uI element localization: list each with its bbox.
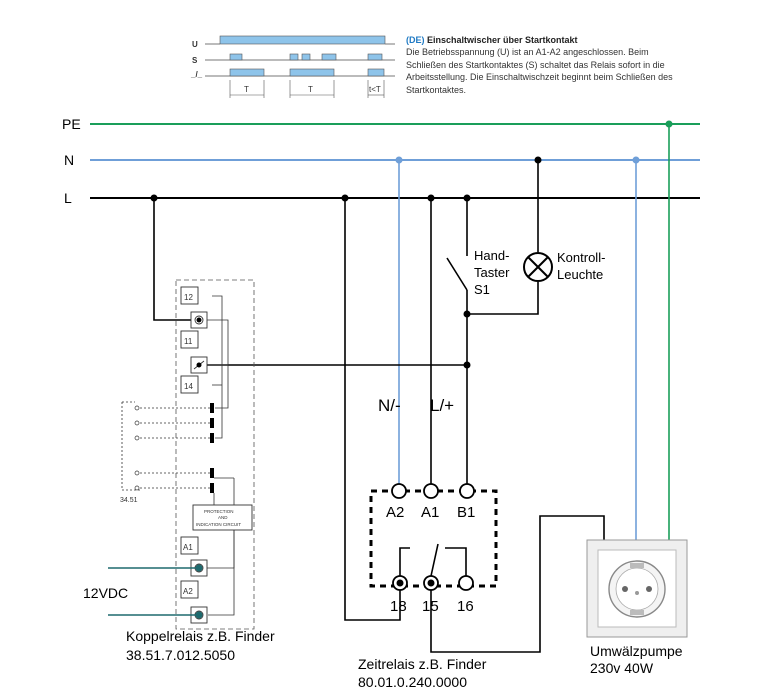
socket: Umwälzpumpe 230v 40W bbox=[586, 539, 688, 676]
rail-label-pe: PE bbox=[62, 116, 81, 132]
koppelrelais: 12 11 14 bbox=[120, 279, 255, 630]
lamp: Kontroll- Leuchte bbox=[523, 250, 605, 282]
zr-label-a1: A1 bbox=[421, 504, 439, 521]
kr-base-label: 34.51 bbox=[120, 497, 138, 504]
svg-text:PROTECTION: PROTECTION bbox=[204, 509, 234, 514]
supply-wires bbox=[108, 317, 203, 619]
zr-model: 80.01.0.240.0000 bbox=[358, 674, 467, 690]
zr-terminal-a2 bbox=[391, 483, 407, 499]
zr-in-l: L/+ bbox=[430, 396, 454, 415]
rails: PE N L bbox=[62, 116, 700, 206]
info-description: Die Betriebsspannung (U) ist an A1-A2 an… bbox=[406, 47, 673, 95]
hand-taster-s1: Hand- Taster S1 bbox=[446, 248, 510, 297]
svg-text:INDICATION CIRCUIT: INDICATION CIRCUIT bbox=[196, 522, 241, 527]
timing-diagram: U S _/_ T T bbox=[190, 35, 395, 98]
kr-terminal-a1 bbox=[180, 536, 199, 555]
wire-lamp-s1 bbox=[467, 282, 539, 315]
rail-label-l: L bbox=[64, 190, 72, 206]
rail-label-n: N bbox=[64, 152, 74, 168]
zr-terminal-16 bbox=[458, 575, 474, 591]
timing-period-3: t<T bbox=[369, 85, 381, 94]
info-lang-tag: (DE) bbox=[406, 35, 425, 45]
timing-label-s: S bbox=[192, 56, 198, 65]
timing-period-2: T bbox=[308, 85, 313, 94]
zr-label-18: 18 bbox=[390, 598, 407, 615]
svg-text:A2: A2 bbox=[183, 587, 193, 596]
wire-l-koppel12 bbox=[153, 198, 198, 321]
zr-label-a2: A2 bbox=[386, 504, 404, 521]
svg-text:14: 14 bbox=[184, 382, 193, 391]
kr-protection-box bbox=[192, 504, 253, 531]
lamp-label-1: Kontroll- bbox=[557, 250, 605, 265]
timing-label-u: U bbox=[192, 40, 198, 49]
kr-name: Koppelrelais z.B. Finder bbox=[126, 628, 275, 644]
zr-name: Zeitrelais z.B. Finder bbox=[358, 656, 487, 672]
taster-label-2: Taster bbox=[474, 265, 510, 280]
pump-name: Umwälzpumpe bbox=[590, 643, 683, 659]
zeitrelais: N/- L/+ A2 A1 B1 18 15 16 Zeitrelais z.B… bbox=[358, 396, 498, 690]
taster-label-3: S1 bbox=[474, 282, 490, 297]
kr-model: 38.51.7.012.5050 bbox=[126, 647, 235, 663]
kr-terminal-11 bbox=[180, 330, 199, 349]
info-title: Einschaltwischer über Startkontakt bbox=[427, 35, 578, 45]
wire-l-18 bbox=[344, 198, 401, 621]
svg-text:AND: AND bbox=[218, 515, 228, 520]
zr-label-15: 15 bbox=[422, 598, 439, 615]
timing-period-1: T bbox=[244, 85, 249, 94]
wires bbox=[153, 124, 670, 653]
zr-label-16: 16 bbox=[457, 598, 474, 615]
zr-in-n: N/- bbox=[378, 396, 401, 415]
svg-text:12: 12 bbox=[184, 293, 193, 302]
svg-text:_/_: _/_ bbox=[190, 70, 203, 79]
lamp-label-2: Leuchte bbox=[557, 267, 603, 282]
pump-rating: 230v 40W bbox=[590, 660, 654, 676]
wire-15-socket bbox=[430, 515, 605, 653]
info-block: (DE) Einschaltwischer über Startkontakt … bbox=[406, 34, 676, 96]
timing-u-pulse bbox=[219, 35, 386, 45]
kr-terminal-a2 bbox=[180, 580, 199, 599]
kr-terminal-12 bbox=[180, 286, 199, 305]
svg-text:A1: A1 bbox=[183, 543, 193, 552]
kr-outline bbox=[175, 279, 255, 630]
taster-label-1: Hand- bbox=[474, 248, 509, 263]
zr-label-b1: B1 bbox=[457, 504, 475, 521]
kr-terminal-14 bbox=[180, 375, 199, 394]
kr-supply-label: 12VDC bbox=[83, 585, 128, 601]
svg-text:11: 11 bbox=[184, 337, 193, 346]
junctions bbox=[150, 120, 673, 369]
zr-terminal-b1 bbox=[459, 483, 475, 499]
zr-terminal-a1 bbox=[423, 483, 439, 499]
